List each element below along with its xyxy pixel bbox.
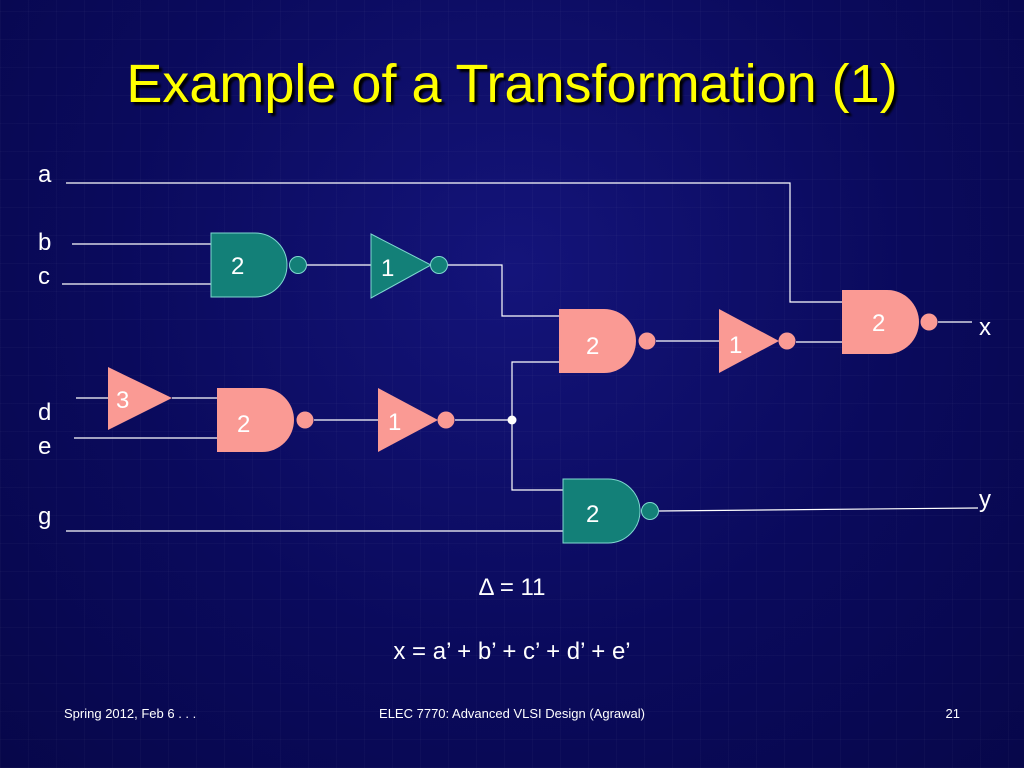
gate-delay-label: 2 — [586, 333, 599, 360]
wires — [62, 182, 979, 532]
inverter-gate-mid: 1 — [719, 309, 796, 373]
wire-inv-bc-to-nand-mid — [448, 264, 559, 317]
nand-gate-de: 2 — [217, 388, 314, 452]
footer-date: Spring 2012, Feb 6 . . . — [64, 706, 197, 721]
inverter-gate-bc: 1 — [370, 233, 448, 299]
signal-label-e: e — [38, 433, 51, 460]
nand-gate-x: 2 — [842, 290, 938, 354]
footer-course: ELEC 7770: Advanced VLSI Design (Agrawal… — [379, 706, 645, 721]
wire-output-y — [658, 507, 979, 512]
nand-gate-y: 2 — [562, 478, 659, 544]
boolean-formula: x = a’ + b’ + c’ + d’ + e’ — [393, 638, 631, 665]
signal-label-a: a — [38, 161, 52, 188]
gate-delay-label: 2 — [231, 253, 244, 280]
signal-label-c: c — [38, 263, 50, 290]
gate-delay-label: 2 — [872, 310, 885, 337]
gate-delay-label: 2 — [237, 411, 250, 438]
nand-gate-bc: 2 — [210, 232, 307, 298]
inverter-gate-de: 1 — [378, 388, 455, 452]
signal-label-x: x — [979, 314, 991, 341]
gate-delay-label: 2 — [586, 501, 599, 528]
gate-delay-label: 3 — [116, 387, 129, 414]
footer-page-number: 21 — [945, 706, 960, 721]
gate-delay-label: 1 — [729, 332, 742, 359]
wire-a — [66, 182, 842, 303]
delay-total: Δ = 11 — [478, 574, 546, 601]
signal-label-y: y — [979, 486, 991, 513]
junction-node — [507, 415, 517, 425]
signal-label-b: b — [38, 229, 51, 256]
signal-label-g: g — [38, 503, 51, 530]
wire-node-to-nand-mid — [511, 361, 559, 420]
gate-delay-label: 1 — [388, 409, 401, 436]
slide-title: Example of a Transformation (1) — [126, 54, 898, 114]
signal-label-d: d — [38, 399, 51, 426]
wire-node-to-nand-y — [511, 420, 563, 491]
nand-gate-mid: 2 — [559, 309, 656, 373]
gate-delay-label: 1 — [381, 255, 394, 282]
buffer-gate-d: 3 — [108, 367, 172, 430]
